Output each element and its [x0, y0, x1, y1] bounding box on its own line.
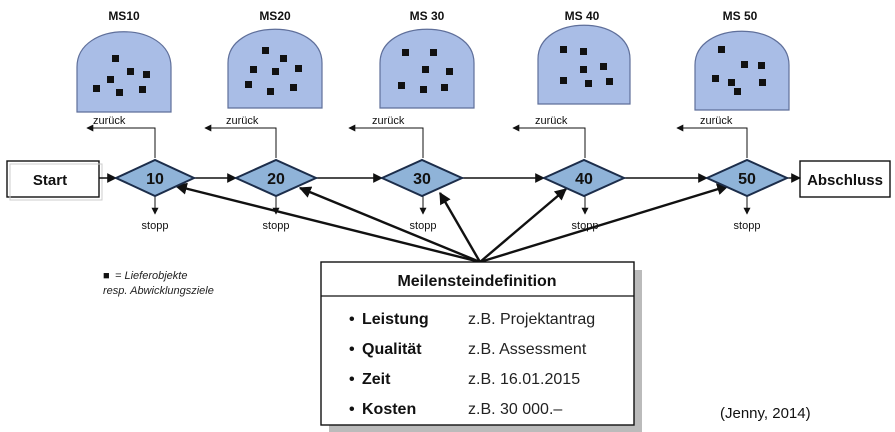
stop-arrow-5: stopp [734, 195, 761, 232]
legend-line-2: resp. Abwicklungsziele [103, 285, 214, 297]
criterion-label-4: Kosten [362, 401, 416, 418]
legend: ■ = Lieferobjekte resp. Abwicklungsziele [103, 270, 214, 297]
back-arrow-4: zurück [512, 115, 586, 158]
criterion-example-1: z.B. Projektantrag [468, 311, 595, 328]
end-label: Abschluss [807, 172, 883, 189]
back-label-1: zurück [93, 115, 126, 127]
criterion-label-2: Qualität [362, 341, 422, 358]
milestone-title-5: MS 50 [723, 9, 758, 23]
milestone-title-1: MS10 [108, 9, 140, 23]
back-arrow-3: zurück [348, 115, 424, 158]
start-box: Start [6, 160, 103, 201]
deliverables-dome-4 [537, 24, 631, 105]
gate-40: 40 [541, 158, 627, 198]
criterion-example-2: z.B. Assessment [468, 341, 587, 358]
criterion-bullet-2: • [349, 341, 355, 358]
legend-line-1: = Lieferobjekte [115, 270, 187, 282]
citation: (Jenny, 2014) [720, 405, 811, 422]
milestone-title-2: MS20 [259, 9, 291, 23]
gate-30-number: 30 [413, 171, 431, 188]
deliverables-dome-3 [379, 28, 475, 109]
legend-symbol: ■ [103, 270, 110, 282]
deliverables-dome-2 [227, 28, 323, 109]
end-box: Abschluss [799, 160, 891, 198]
definition-arrow-10 [174, 182, 481, 264]
gate-20: 20 [233, 158, 319, 198]
back-arrow-5: zurück [676, 115, 748, 158]
deliverables-dome-1 [76, 31, 172, 113]
milestone-title-4: MS 40 [565, 9, 600, 23]
stop-label-5: stopp [734, 220, 761, 232]
stop-arrow-1: stopp [142, 195, 169, 232]
definition-title: Meilensteindefinition [397, 273, 556, 290]
definition-arrow-30 [438, 191, 482, 263]
stop-arrow-3: stopp [410, 195, 437, 232]
gate-20-number: 20 [267, 171, 285, 188]
stop-label-1: stopp [142, 220, 169, 232]
back-label-4: zurück [535, 115, 568, 127]
stop-label-2: stopp [263, 220, 290, 232]
stop-label-3: stopp [410, 220, 437, 232]
back-label-3: zurück [372, 115, 405, 127]
deliverables-dome-5 [694, 30, 790, 111]
criterion-label-3: Zeit [362, 371, 391, 388]
gate-40-number: 40 [575, 171, 593, 188]
gate-10-number: 10 [146, 171, 164, 188]
definition-arrow-50 [479, 183, 730, 264]
definition-box: Meilensteindefinition • Leistung z.B. Pr… [320, 261, 642, 432]
milestone-title-3: MS 30 [410, 9, 445, 23]
criterion-bullet-1: • [349, 311, 355, 328]
back-arrow-2: zurück [204, 115, 277, 158]
gate-50-number: 50 [738, 171, 756, 188]
back-label-5: zurück [700, 115, 733, 127]
criterion-bullet-4: • [349, 401, 355, 418]
definition-arrow-40 [479, 188, 567, 263]
back-arrow-1: zurück [86, 115, 156, 158]
gate-10: 10 [113, 158, 197, 198]
criterion-example-4: z.B. 30 000.– [468, 401, 562, 418]
criterion-bullet-3: • [349, 371, 355, 388]
back-label-2: zurück [226, 115, 259, 127]
gate-30: 30 [379, 158, 465, 198]
definition-arrow-20 [298, 186, 481, 264]
start-label: Start [33, 172, 67, 189]
criterion-label-1: Leistung [362, 311, 429, 328]
gate-50: 50 [704, 158, 790, 198]
criterion-example-3: z.B. 16.01.2015 [468, 371, 580, 388]
